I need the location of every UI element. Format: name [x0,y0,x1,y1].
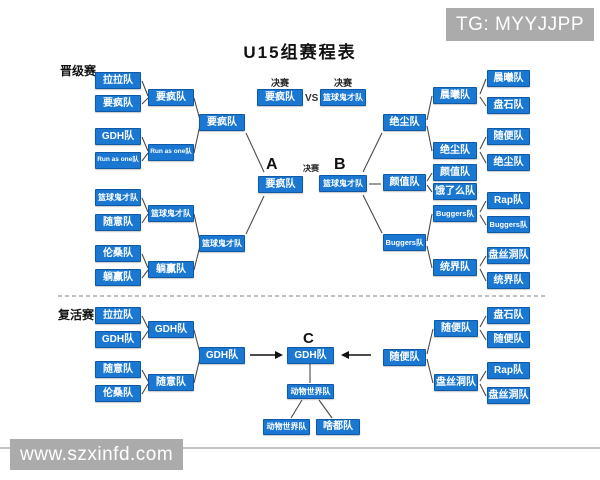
page-title: U15组赛程表 [243,43,357,62]
team-box: 颜值队 [433,164,477,181]
team-box: 绝尘队 [383,114,426,131]
team-box: 要疯队 [95,95,141,112]
team-box: Run as one队 [95,152,141,169]
team-box: 晨曦队 [487,70,530,87]
team-box: 统界队 [433,259,477,276]
team-box: 统界队 [487,272,530,289]
final-label-left: 决赛 [270,78,289,88]
team-box: GDH队 [148,321,194,338]
team-box: GDH队 [95,331,141,348]
team-box: 随意队 [95,214,141,231]
slot-a-label: A [266,156,278,173]
team-box: 盘石队 [487,307,530,324]
team-box: 饿了么队 [433,183,477,200]
semifinal-center-label: 决赛 [303,164,319,173]
team-box: 拉拉队 [95,307,141,324]
slot-b-label: B [334,156,346,173]
team-box: Run as one队 [148,144,194,161]
team-box: 盘丝洞队 [487,247,530,264]
team-box: Buggers队 [433,205,477,222]
slot-c-label: C [303,330,314,347]
team-box: 篮球鬼才队 [95,189,141,206]
team-box: 随意队 [148,374,194,391]
team-box: Rap队 [487,362,530,379]
section-label-promotion: 晋级赛 [60,64,97,78]
slot-b-team-box: 篮球鬼才队 [319,175,367,192]
team-box: 随便队 [383,349,426,366]
final-left-team-box: 要疯队 [257,89,303,106]
team-box: Rap队 [487,192,530,209]
watermark-bottom-left: www.szxinfd.com [10,439,184,470]
team-box: 要疯队 [148,89,194,106]
arrow-right-icon [250,351,283,359]
final-label-right: 决赛 [333,78,352,88]
team-box: 晨曦队 [433,87,477,104]
team-box: 篮球鬼才队 [199,235,245,252]
team-box: 躺赢队 [148,261,194,278]
slot-a-team-box: 要疯队 [258,176,303,193]
slot-c-team-box: GDH队 [287,347,334,364]
team-box: 拉拉队 [95,72,141,89]
team-box: 伦桑队 [95,245,141,262]
team-box: 躺赢队 [95,269,141,286]
team-box: 篮球鬼才队 [148,205,194,222]
team-box: 随便队 [487,331,530,348]
section-label-revival: 复活赛 [58,308,95,322]
team-box: 绝尘队 [433,142,477,159]
team-box: GDH队 [95,128,141,145]
team-box: 动物世界队 [263,419,310,435]
team-box: 盘丝洞队 [434,374,478,391]
arrow-left-icon [341,351,371,359]
vs-label: VS [305,93,319,104]
team-box: GDH队 [199,347,245,364]
watermark-top-right: TG: MYYJJPP [446,8,594,41]
team-box: 动物世界队 [287,384,334,399]
team-box: 绝尘队 [487,154,530,171]
team-box: 颜值队 [383,174,426,191]
team-box: 盘石队 [487,97,530,114]
team-box: 伦桑队 [95,385,141,402]
team-box: 盘丝洞队 [487,387,530,404]
team-box: 随便队 [434,320,478,337]
final-right-team-box: 篮球鬼才队 [320,89,366,106]
team-box: 随意队 [95,361,141,378]
team-box: 要疯队 [199,114,245,131]
team-box: 随便队 [487,128,530,145]
team-box: Buggers队 [383,234,426,251]
team-box: 啥都队 [316,419,360,435]
team-box: Buggers队 [487,216,530,233]
